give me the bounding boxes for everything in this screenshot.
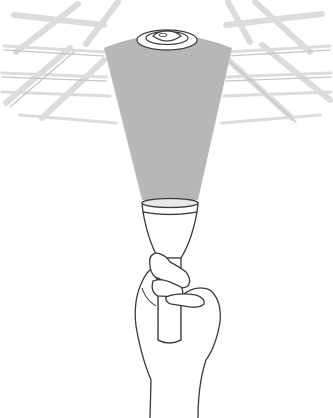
ceiling-grid-line: [20, 115, 116, 123]
ceiling-grid-line: [222, 115, 320, 123]
ceiling-grid-line: [42, 60, 104, 118]
ceiling-grid-line: [16, 4, 78, 52]
flashlight-lens: [142, 199, 198, 208]
light-beam: [104, 35, 232, 200]
ceiling-grid-line: [224, 92, 331, 96]
ceiling-grid-shadow: [230, 62, 296, 122]
flashlight-cone: [143, 212, 197, 258]
ceiling-sensor-icon: [137, 30, 197, 50]
